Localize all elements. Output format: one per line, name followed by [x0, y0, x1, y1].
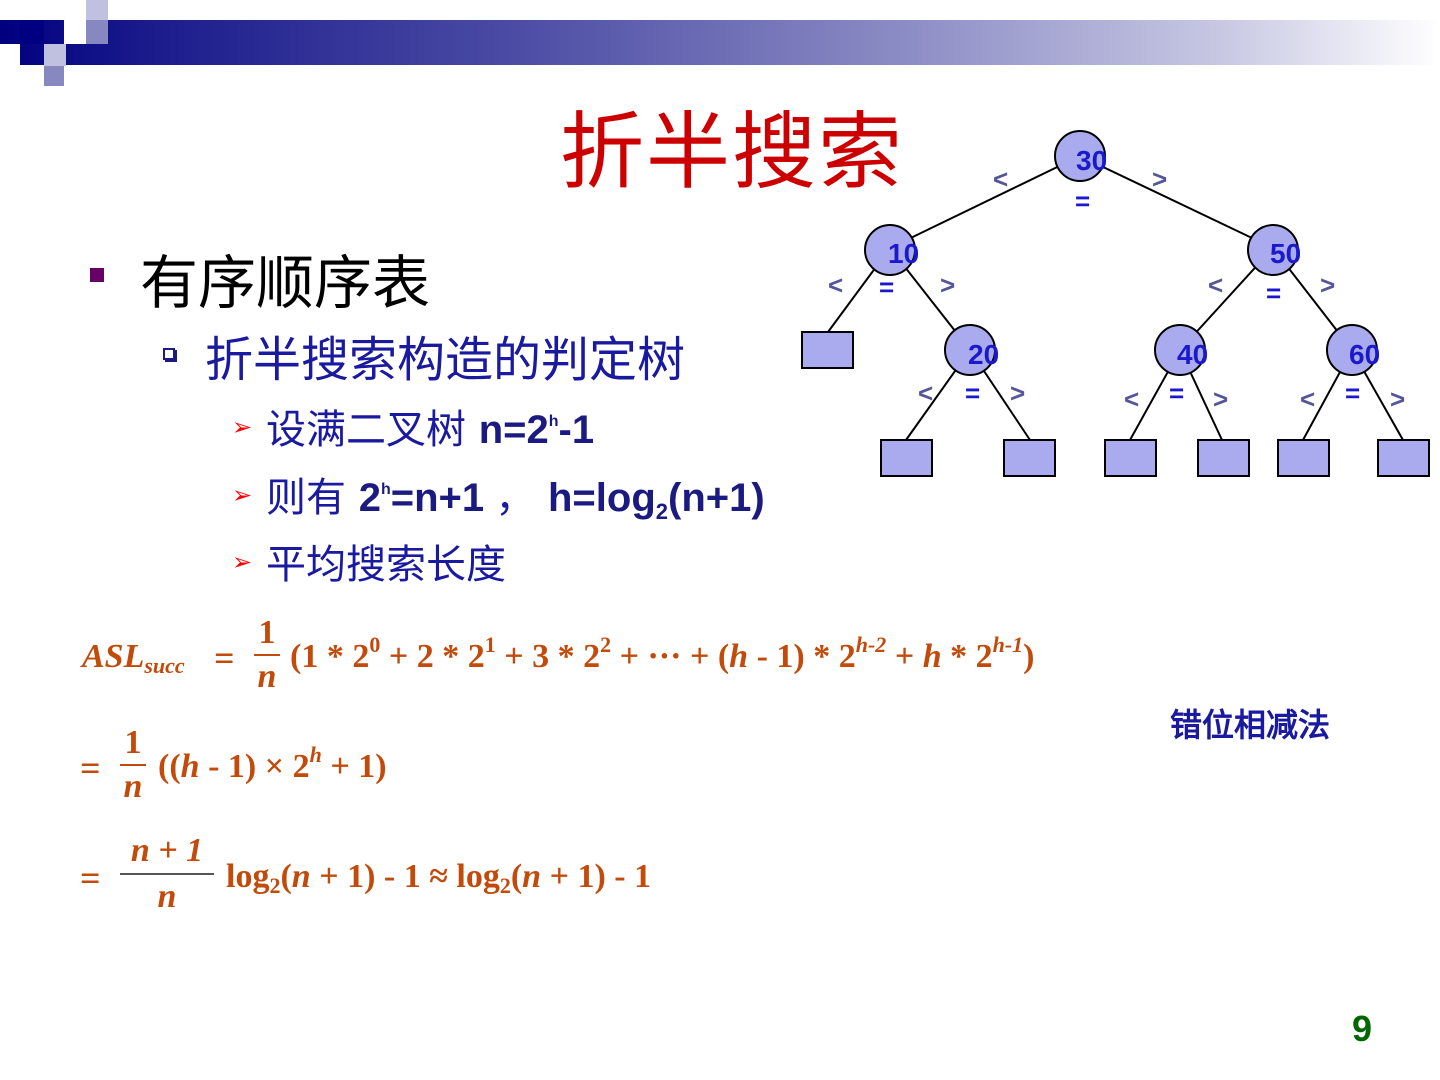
- eq-label: =: [879, 272, 894, 302]
- lt-label: <: [1300, 384, 1315, 414]
- leaf-node: [1197, 439, 1250, 477]
- tree-node-50: [1247, 224, 1299, 276]
- lt-label: <: [918, 378, 933, 408]
- bullet-hollow-square-icon: [163, 348, 175, 360]
- gt-label: >: [1010, 378, 1025, 408]
- leaf-node: [1003, 439, 1056, 477]
- formula-eq: =: [214, 638, 235, 678]
- bullet-ordered-list: 有序顺序表: [140, 249, 431, 317]
- formula-fraction-1-over-n: 1 n: [254, 616, 280, 694]
- gt-label: >: [940, 270, 955, 300]
- method-label: 错位相减法: [1170, 706, 1331, 744]
- lt-label: <: [828, 270, 843, 300]
- lt-label: <: [1124, 384, 1139, 414]
- bullet-average-search-length: 平均搜索长度: [266, 542, 506, 588]
- node-label: 60: [1349, 339, 1380, 370]
- leaf-node: [1377, 439, 1430, 477]
- tree-node-40: [1154, 324, 1206, 376]
- eq-label: =: [1266, 278, 1281, 308]
- bullet-arrow-icon: ➢: [232, 413, 253, 441]
- lt-label: <: [993, 164, 1008, 194]
- bullet-arrow-icon: ➢: [232, 548, 253, 576]
- bullet-arrow-icon: ➢: [232, 481, 253, 509]
- tree-node-20: [944, 324, 996, 376]
- decision-tree-diagram: 30 10 50 20 40 60 < > < > < > < > < > < …: [801, 130, 1430, 477]
- tree-node-10: [864, 224, 916, 276]
- leaf-node: [1277, 439, 1330, 477]
- formula-asl-lhs: ASLsucc: [82, 638, 185, 678]
- eq-label: =: [965, 378, 980, 408]
- node-label: 10: [888, 238, 919, 269]
- bullet-full-binary-tree: 设满二叉树 n=2h-1: [266, 407, 595, 453]
- leaf-node: [880, 439, 933, 477]
- bullet-square-icon: [90, 268, 104, 282]
- formula-line2-body: ((h - 1) × 2h + 1): [158, 742, 387, 785]
- tree-node-30: [1054, 130, 1106, 182]
- gt-label: >: [1320, 270, 1335, 300]
- tree-node-60: [1326, 324, 1378, 376]
- node-label: 40: [1177, 339, 1208, 370]
- gt-label: >: [1390, 384, 1405, 414]
- formula-line1-series: (1 * 20 + 2 * 21 + 3 * 22 + ··· + (h - 1…: [290, 632, 1035, 675]
- header-gradient-bar: [0, 20, 1440, 65]
- formula-eq: =: [80, 748, 101, 788]
- bullet-height-relation: 则有 2h=n+1 ， h=log2(n+1): [266, 475, 765, 524]
- lt-label: <: [1208, 270, 1223, 300]
- formula-fraction-n-plus-1-over-n: n + 1 n: [120, 834, 214, 914]
- eq-label: =: [1345, 378, 1360, 408]
- leaf-node: [1104, 439, 1157, 477]
- formula-fraction-1-over-n: 1 n: [120, 726, 146, 804]
- bullet-decision-tree: 折半搜索构造的判定树: [205, 332, 686, 388]
- formula-eq: =: [80, 858, 101, 898]
- node-label: 20: [968, 339, 999, 370]
- gt-label: >: [1213, 384, 1228, 414]
- leaf-node: [801, 331, 854, 369]
- eq-label: =: [1169, 378, 1184, 408]
- eq-label: =: [1075, 186, 1090, 216]
- slide-title: 折半搜索: [560, 103, 905, 201]
- formula-line3-body: log2(n + 1) - 1 ≈ log2(n + 1) - 1: [226, 858, 652, 898]
- gt-label: >: [1152, 164, 1167, 194]
- node-label: 50: [1270, 238, 1301, 269]
- node-label: 30: [1076, 145, 1107, 176]
- page-number: 9: [1352, 1008, 1373, 1049]
